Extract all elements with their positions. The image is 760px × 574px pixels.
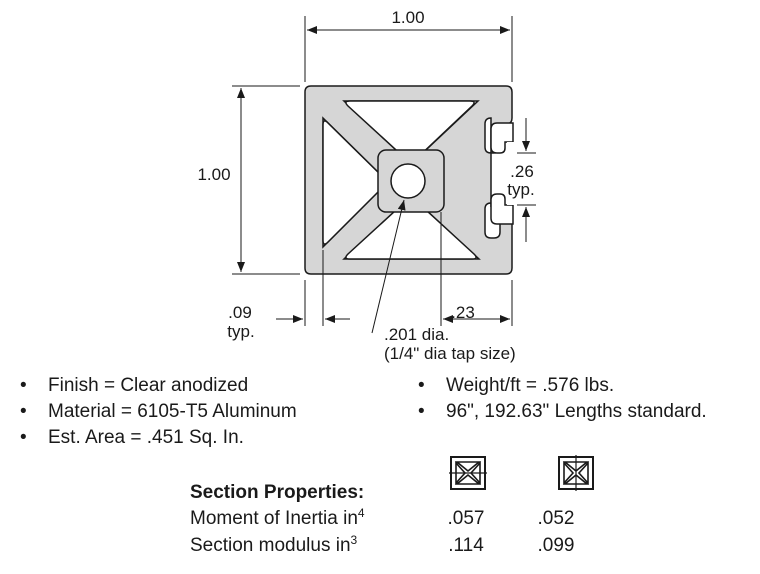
- section-modulus-y-value: .099: [537, 535, 575, 556]
- profile-axis-x-icon: [449, 456, 487, 490]
- profile-axis-y-icon: [558, 455, 594, 491]
- moment-of-inertia-x-value: .057: [447, 508, 485, 529]
- section-properties-title: Section Properties:: [190, 482, 365, 503]
- hole-callout: .201 dia. (1/4" dia tap size): [371, 199, 516, 363]
- spec-area: Est. Area = .451 Sq. In.: [20, 425, 297, 451]
- height-dimension: 1.00: [197, 85, 300, 275]
- slot-opening: [490, 122, 514, 154]
- width-dimension: 1.00: [304, 8, 513, 82]
- specs-right-list: Weight/ft = .576 lbs. 96", 192.63" Lengt…: [418, 373, 707, 425]
- moment-of-inertia-y-value: .052: [537, 508, 575, 529]
- center-hole: [390, 163, 426, 199]
- spec-lengths: 96", 192.63" Lengths standard.: [418, 399, 707, 425]
- width-label: 1.00: [391, 8, 424, 27]
- specs-left-list: Finish = Clear anodized Material = 6105-…: [20, 373, 297, 451]
- offset-label: .23: [451, 303, 475, 322]
- section-modulus-x-value: .114: [448, 535, 484, 556]
- spec-finish: Finish = Clear anodized: [20, 373, 297, 399]
- height-label: 1.00: [197, 165, 230, 184]
- extrusion-profile: [304, 85, 515, 275]
- slot-dimension: .26 typ.: [507, 118, 536, 242]
- spec-material: Material = 6105-T5 Aluminum: [20, 399, 297, 425]
- hole-tap-label: (1/4" dia tap size): [384, 344, 516, 363]
- wall-typ-label: typ.: [227, 322, 254, 341]
- hole-diameter-label: .201 dia.: [384, 325, 449, 344]
- slot-opening-lower: [490, 193, 514, 225]
- section-modulus-label: Section modulus in3: [190, 533, 358, 556]
- slot-label: .26: [510, 162, 534, 181]
- offset-dimension: .23: [440, 212, 513, 326]
- slot-typ-label: typ.: [507, 180, 534, 199]
- profile-drawing: 1.00 1.00 .26 typ. .09 typ. .23 .201 dia…: [197, 8, 536, 363]
- wall-label: .09: [228, 303, 252, 322]
- moment-of-inertia-label: Moment of Inertia in4: [190, 506, 365, 529]
- wall-dimension: .09 typ.: [227, 250, 350, 341]
- slot-gap: [507, 142, 515, 205]
- spec-weight: Weight/ft = .576 lbs.: [418, 373, 707, 399]
